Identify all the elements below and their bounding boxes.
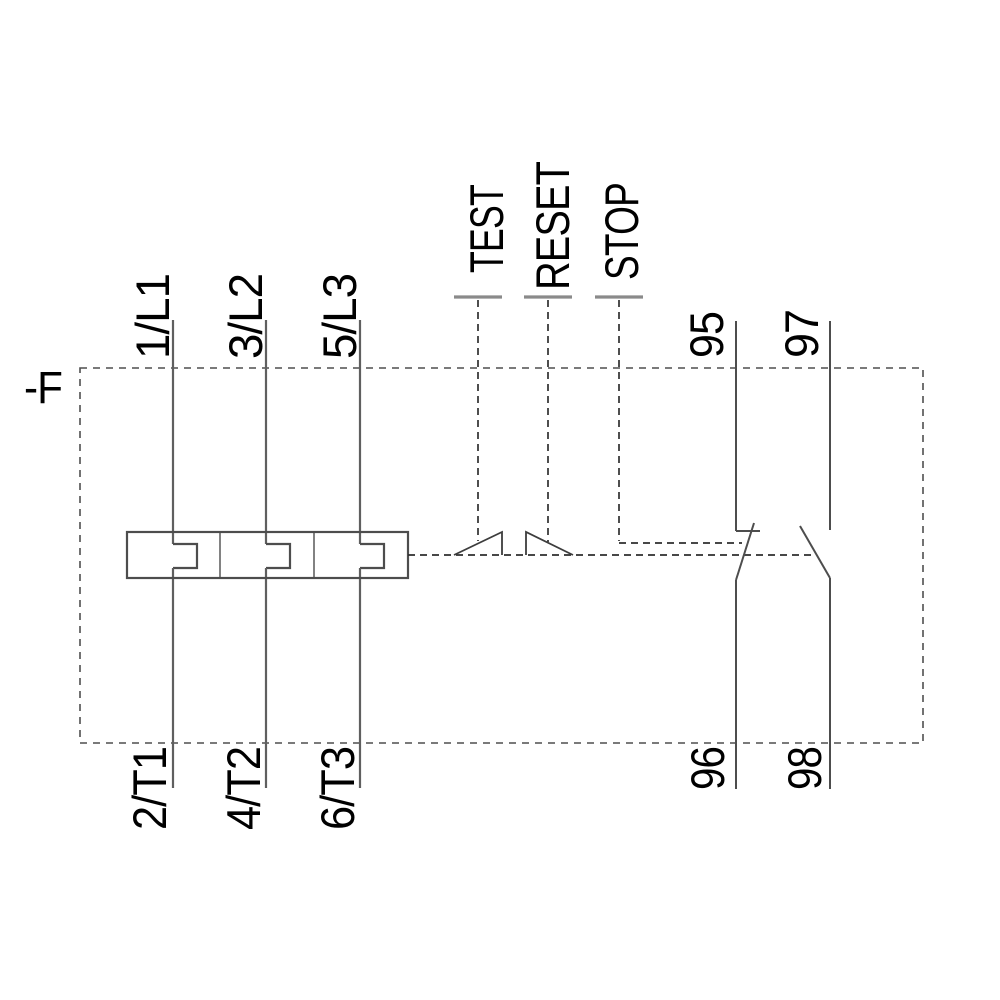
aux-terminal-label-98: 98 — [778, 747, 831, 790]
no-contact-97-98: 97 98 — [775, 310, 831, 790]
stop-actuator: STOP — [595, 183, 742, 544]
nc-contact-arm — [735, 522, 755, 581]
terminal-label-3L2: 3/L2 — [219, 274, 272, 359]
reset-actuator: RESET — [524, 162, 579, 556]
terminal-label-1L1: 1/L1 — [126, 274, 179, 359]
phase-l3: 5/L3 6/T3 — [311, 274, 386, 830]
terminal-label-2T1: 2/T1 — [123, 747, 176, 830]
test-label: TEST — [460, 185, 513, 273]
heater-block-outline — [125, 530, 410, 580]
phase-l1: 1/L1 2/T1 — [123, 274, 199, 830]
nc-contact-95-96: 95 96 — [680, 312, 760, 790]
no-contact-arm — [799, 525, 831, 579]
reset-cam-triangle — [525, 530, 574, 556]
terminal-label-6T3: 6/T3 — [311, 747, 364, 830]
phase-l1-heater-hook — [173, 542, 199, 570]
heater-block — [125, 530, 410, 580]
enclosure-border — [79, 367, 924, 744]
terminal-label-4T2: 4/T2 — [217, 747, 270, 830]
test-cam-triangle — [453, 530, 503, 556]
terminal-label-5L3: 5/L3 — [313, 274, 366, 359]
aux-terminal-label-97: 97 — [775, 310, 828, 358]
aux-terminal-label-95: 95 — [680, 312, 733, 358]
reset-label: RESET — [526, 162, 579, 290]
device-designation-label: -F — [24, 362, 62, 413]
test-actuator: TEST — [453, 185, 513, 556]
phase-l2: 3/L2 4/T2 — [217, 274, 292, 830]
phase-l3-heater-hook — [360, 542, 386, 570]
phase-l2-heater-hook — [266, 542, 292, 570]
aux-terminal-label-96: 96 — [681, 747, 734, 790]
stop-label: STOP — [595, 183, 648, 280]
